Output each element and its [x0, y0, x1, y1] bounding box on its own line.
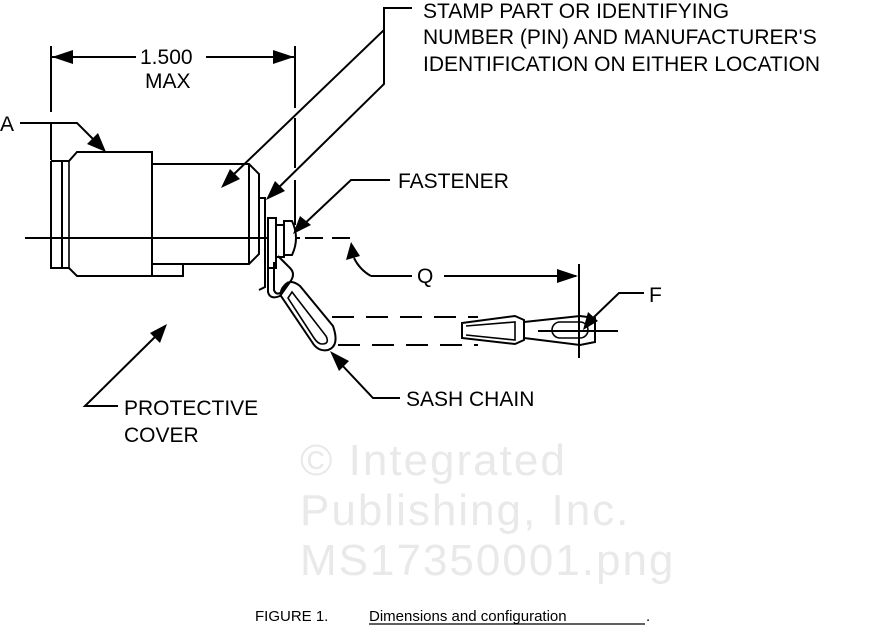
cover-flange: [258, 197, 266, 291]
watermark-line-3: MS17350001.png: [300, 536, 675, 585]
reference-f-label: F: [649, 284, 662, 307]
cover-outline: [50, 151, 260, 277]
reference-f-callout: F: [583, 284, 662, 330]
protective-cover-label-line-1: PROTECTIVE: [124, 397, 258, 420]
chain-link-upper: [267, 255, 294, 299]
fastener-shank: [275, 224, 285, 258]
chain-loop-outer: [279, 281, 337, 352]
fastener-label: FASTENER: [398, 170, 509, 193]
reference-a-label: A: [0, 113, 14, 136]
reference-a-callout: A: [0, 113, 106, 152]
caption-title: Dimensions and configuration: [369, 608, 567, 625]
dimension-qualifier: MAX: [145, 70, 191, 93]
watermark-line-2: Publishing, Inc.: [300, 486, 630, 535]
sash-chain-arrowhead: [330, 351, 349, 371]
stamp-text-line-2: NUMBER (PIN) AND MANUFACTURER'S: [423, 26, 817, 49]
stamp-arrowhead-cover: [221, 169, 240, 188]
watermark-line-1: © Integrated: [300, 436, 567, 485]
protective-cover-callout: PROTECTIVE COVER: [82, 324, 258, 447]
stamp-callout: STAMP PART OR IDENTIFYING NUMBER (PIN) A…: [221, 0, 820, 200]
protective-cover-label-line-2: COVER: [124, 424, 199, 447]
reference-f-leader: [592, 292, 644, 319]
fastener-head: [283, 220, 297, 256]
cover-step-outline: [152, 264, 184, 277]
reference-f-arrowhead: [583, 312, 598, 330]
q-leader-curve: [353, 257, 372, 277]
chain-loop-inner: [287, 290, 329, 345]
q-arrowhead-right: [557, 269, 578, 283]
fastener-leader: [299, 179, 390, 229]
sash-chain-callout: SASH CHAIN: [330, 351, 534, 411]
fastener-callout: FASTENER: [293, 170, 509, 234]
chain-clip-body: [461, 314, 525, 346]
protective-cover-arrowhead: [150, 324, 167, 343]
q-arrowhead-left: [346, 242, 360, 260]
q-dimension: Q: [346, 242, 618, 358]
stamp-arrowhead-flange: [266, 181, 285, 200]
arrowhead-right: [273, 50, 294, 64]
stamp-text-line-1: STAMP PART OR IDENTIFYING: [423, 0, 729, 23]
stamp-leader-to-cover: [231, 29, 385, 177]
sash-chain-leader: [339, 362, 400, 399]
fastener-plate: [267, 217, 277, 269]
protective-cover-leader: [82, 333, 159, 407]
protective-cover-body: [50, 151, 266, 291]
q-label: Q: [417, 265, 433, 288]
arrowhead-left: [52, 50, 73, 64]
caption-period: .: [646, 608, 650, 625]
figure-caption: FIGURE 1. Dimensions and configuration .: [255, 608, 650, 625]
reference-a-arrowhead: [87, 133, 106, 152]
length-dimension: 1.500 MAX: [50, 46, 296, 225]
reference-a-leader: [20, 122, 98, 144]
fastener-part: [267, 217, 297, 269]
caption-prefix: FIGURE 1.: [255, 608, 328, 625]
watermark: © Integrated Publishing, Inc. MS17350001…: [300, 436, 675, 585]
chain-clip-inner: [465, 321, 516, 341]
dimension-value: 1.500: [140, 46, 193, 69]
stamp-leader-upper: [267, 7, 412, 199]
sash-chain-label: SASH CHAIN: [406, 388, 534, 411]
stamp-text-line-3: IDENTIFICATION ON EITHER LOCATION: [423, 53, 820, 76]
chain-link-inner: [273, 262, 289, 295]
fastener-arrowhead: [293, 216, 311, 234]
sash-chain-part: [267, 255, 596, 352]
